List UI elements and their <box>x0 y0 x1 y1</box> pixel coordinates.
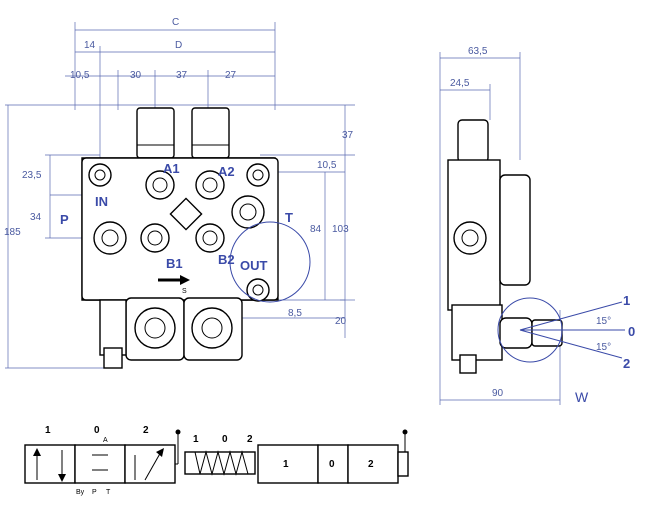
spool-s-label: S <box>182 288 187 295</box>
angle-down-label: 15° <box>596 342 611 353</box>
dim-10-5-top: 10,5 <box>70 70 90 81</box>
symbol-port-p: P <box>92 489 97 496</box>
dim-185: 185 <box>4 227 21 238</box>
dim-37-top: 37 <box>176 70 188 81</box>
dim-30: 30 <box>130 70 142 81</box>
view-w-label: W <box>575 389 589 405</box>
port-b2-label: B2 <box>218 252 235 267</box>
symbol-position-0: 0 <box>94 425 100 436</box>
hydraulic-symbol: 1 0 2 A By P T <box>24 425 181 496</box>
port-t-label: T <box>285 210 293 225</box>
dim-90: 90 <box>492 388 504 399</box>
symbol-port-a: A <box>103 437 108 444</box>
dim-d: D <box>175 40 182 51</box>
dim-c: C <box>172 17 179 28</box>
symbol-position-1: 1 <box>45 425 51 436</box>
port-b1-label: B1 <box>166 256 183 271</box>
spring-box-2: 2 <box>368 459 374 470</box>
dim-27: 27 <box>225 70 237 81</box>
dim-20: 20 <box>335 316 347 327</box>
spring-position-1: 1 <box>193 434 199 445</box>
port-a2-label: A2 <box>218 164 235 179</box>
dim-34: 34 <box>30 212 42 223</box>
dim-24-5: 24,5 <box>450 78 470 89</box>
spring-symbol: 1 0 2 1 0 2 <box>184 429 409 484</box>
dim-14: 14 <box>84 40 96 51</box>
port-in-label: IN <box>95 194 108 209</box>
side-view: 63,5 24,5 90 1 0 2 15° 15° W <box>439 46 635 405</box>
position-2-label: 2 <box>623 356 630 371</box>
dim-63-5: 63,5 <box>468 46 488 57</box>
position-1-label: 1 <box>623 293 630 308</box>
port-out-label: OUT <box>240 258 268 273</box>
spring-box-0: 0 <box>329 459 335 470</box>
spring-position-2: 2 <box>247 434 253 445</box>
front-view: C D 14 10,5 30 37 27 37 10,5 23,5 34 185… <box>4 17 355 369</box>
symbol-port-t: T <box>106 489 111 496</box>
dim-8-5: 8,5 <box>288 308 302 319</box>
dim-37-right: 37 <box>342 130 354 141</box>
dim-103: 103 <box>332 224 349 235</box>
spring-position-0: 0 <box>222 434 228 445</box>
position-0-label: 0 <box>628 324 635 339</box>
spring-box-1: 1 <box>283 459 289 470</box>
port-p-label: P <box>60 212 69 227</box>
dim-84: 84 <box>310 224 322 235</box>
dim-23-5: 23,5 <box>22 170 42 181</box>
spool-direction-arrow-icon <box>158 275 190 285</box>
dim-10-5-right: 10,5 <box>317 160 337 171</box>
symbol-port-bp: By <box>76 489 85 496</box>
symbol-position-2: 2 <box>143 425 149 436</box>
angle-up-label: 15° <box>596 316 611 327</box>
port-a1-label: A1 <box>163 161 180 176</box>
